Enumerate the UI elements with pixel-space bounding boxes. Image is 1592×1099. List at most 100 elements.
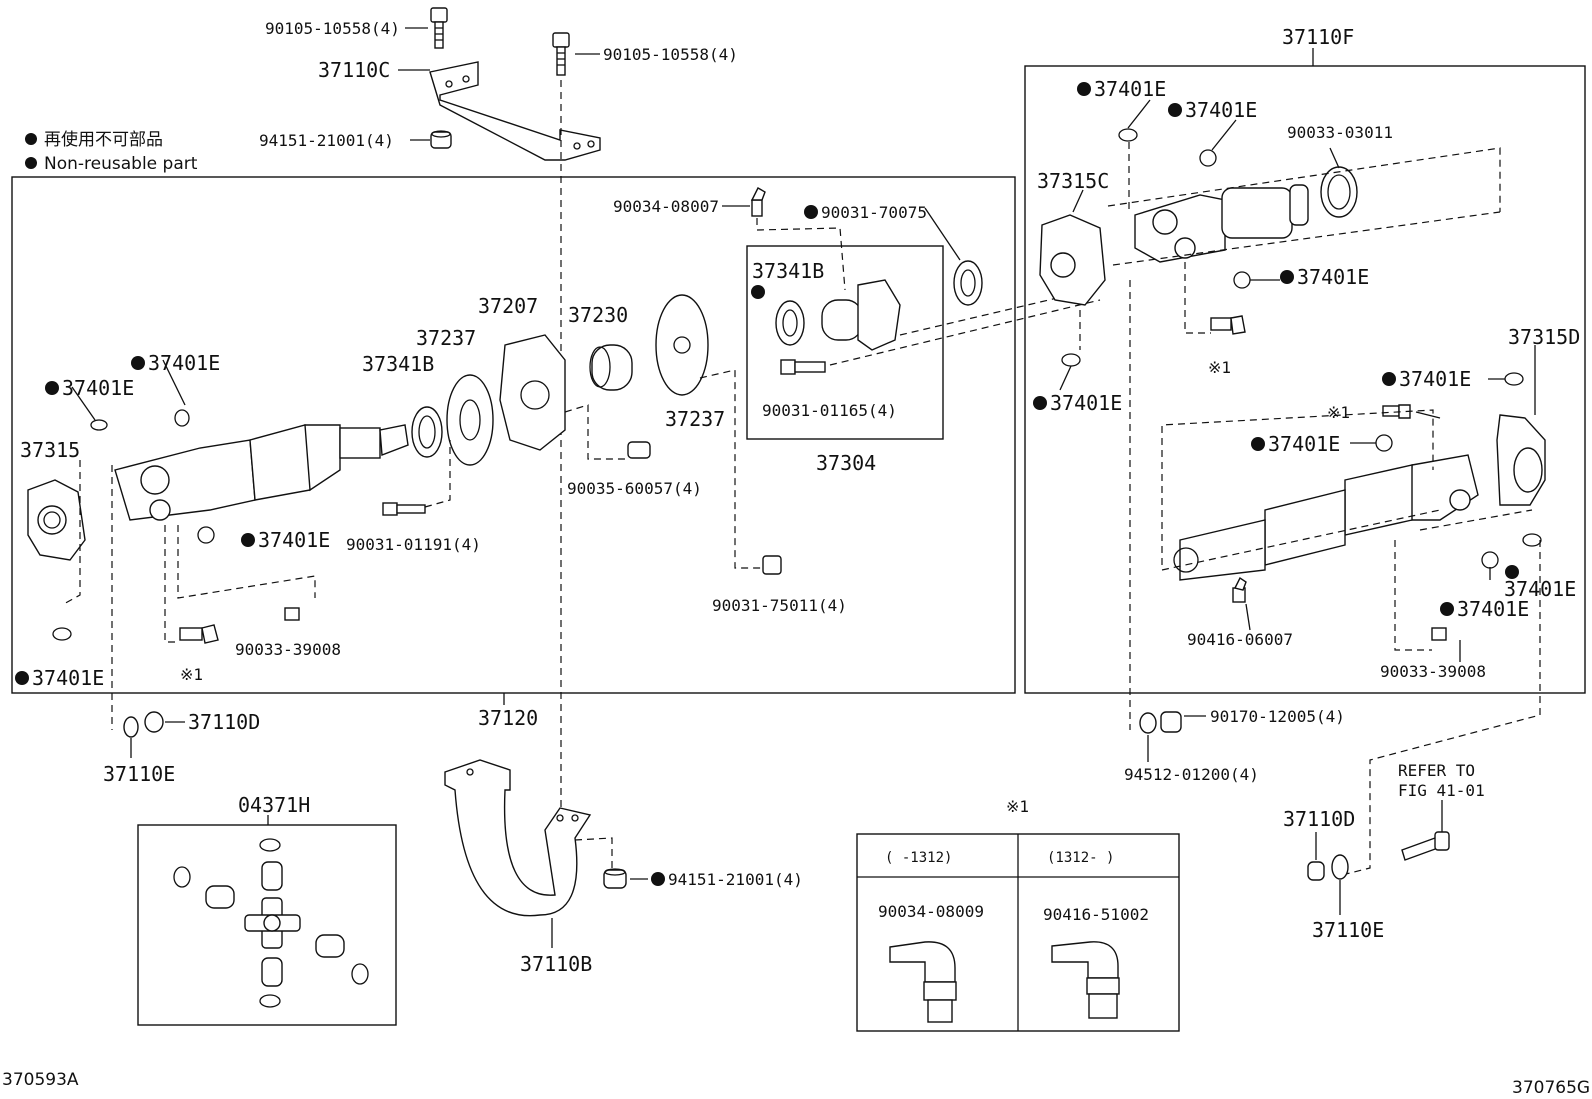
- bolt-90031-01165: [780, 359, 826, 375]
- label-90170-12005: 90170-12005(4): [1210, 707, 1345, 726]
- grease-fitting-ref1-right2: [1382, 404, 1411, 419]
- table-col2-part: 90416-51002: [1043, 905, 1149, 924]
- label-37401E-b: 37401E: [148, 351, 220, 375]
- label-90033-39008-right: 90033-39008: [1380, 662, 1486, 681]
- figure-code-right: 370765G: [1512, 1078, 1590, 1098]
- label-37401E-a: 37401E: [62, 376, 134, 400]
- snap-ring-front-1: [90, 419, 108, 431]
- table-col2-header: (1312- ): [1047, 850, 1114, 866]
- label-37110E-right: 37110E: [1312, 918, 1384, 942]
- universal-joint-rear-upper: [1134, 184, 1309, 263]
- label-37237-a: 37237: [416, 326, 476, 350]
- front-shaft-assembly-frame: [11, 176, 1016, 694]
- grease-fitting-ref1-left: [179, 624, 219, 644]
- figure-code-left: 370593A: [2, 1070, 79, 1090]
- label-94512-01200: 94512-01200(4): [1124, 765, 1259, 784]
- universal-joint-rear-lower: [1409, 454, 1479, 521]
- washer-94512-01200: [1139, 712, 1157, 734]
- label-37237-b: 37237: [665, 407, 725, 431]
- universal-joint-kit-frame: [137, 824, 397, 1026]
- snap-ring-rear-1: [1118, 128, 1138, 142]
- snap-ring-rear-7: [1481, 551, 1499, 569]
- nut-90170-12005: [1160, 711, 1182, 733]
- legend: 再使用不可部品 Non-reusable part: [25, 129, 198, 174]
- bearing-cup-left: [205, 885, 235, 909]
- bearing-37230: [589, 344, 633, 391]
- collar-90035-60057: [627, 441, 651, 459]
- label-37230: 37230: [568, 303, 628, 327]
- nut-90031-75011: [762, 555, 782, 575]
- label-90033-39008-left: 90033-39008: [235, 640, 341, 659]
- label-ref1-table: ※1: [1006, 797, 1029, 816]
- label-04371H: 04371H: [238, 793, 310, 817]
- washer-37110E-left: [123, 716, 139, 738]
- label-37315D: 37315D: [1508, 325, 1580, 349]
- washer-37110E-right: [1331, 854, 1349, 880]
- nut-94151-top: [430, 130, 452, 149]
- label-37401E-g: 37401E: [1297, 265, 1369, 289]
- label-90031-75011: 90031-75011(4): [712, 596, 847, 615]
- label-37401E-h: 37401E: [1050, 391, 1122, 415]
- label-37110D-left: 37110D: [188, 710, 260, 734]
- snap-ring-rear-6: [1375, 434, 1393, 452]
- label-37401E-d: 37401E: [32, 666, 104, 690]
- label-90416-06007: 90416-06007: [1187, 630, 1293, 649]
- grease-fitting-90034-08009: [889, 941, 957, 1023]
- label-ref1-left: ※1: [180, 665, 203, 684]
- label-37110D-right: 37110D: [1283, 807, 1355, 831]
- label-37341B-left: 37341B: [362, 352, 434, 376]
- snap-ring-front-3: [197, 526, 215, 544]
- dust-seal-37341B-left: [411, 406, 443, 458]
- grease-fitting-90033-39008-left: [284, 607, 300, 621]
- snap-ring-front-4: [52, 627, 72, 641]
- label-37401E-j: 37401E: [1268, 432, 1340, 456]
- label-90035-60057: 90035-60057(4): [567, 479, 702, 498]
- grease-fitting-ref1-right: [1210, 315, 1246, 335]
- grease-fitting-90034-08007: [750, 187, 766, 217]
- snap-ring-rear-5: [1504, 372, 1524, 386]
- nut-94151-bottom: [603, 868, 627, 889]
- label-94151-21001-top: 94151-21001(4): [259, 131, 394, 150]
- legend-jp: 再使用不可部品: [44, 129, 163, 150]
- label-37315: 37315: [20, 438, 80, 462]
- bolt-refer-fig: [1401, 831, 1450, 861]
- flange-yoke-37315: [27, 479, 86, 561]
- bolt-90105-a: [430, 7, 448, 49]
- label-90034-08007: 90034-08007: [613, 197, 719, 216]
- center-support-37207: [499, 334, 566, 451]
- snap-ring-kit-1: [259, 838, 281, 852]
- snap-ring-kit-3: [173, 866, 191, 888]
- snap-ring-rear-3: [1233, 271, 1251, 289]
- bracket-37110B: [444, 759, 592, 917]
- label-37110B: 37110B: [520, 952, 592, 976]
- label-37341B-box: 37341B: [752, 259, 824, 283]
- label-94151-21001-bottom: 94151-21001(4): [668, 870, 803, 889]
- label-ref1-right2: ※1: [1327, 403, 1350, 422]
- slip-yoke-37315D: [1496, 414, 1546, 506]
- label-fig-41-01: FIG 41-01: [1398, 781, 1485, 800]
- label-90031-01165: 90031-01165(4): [762, 401, 897, 420]
- universal-joint-front: [114, 424, 409, 521]
- center-bearing-subassembly-frame: [746, 245, 944, 440]
- legend-en: Non-reusable part: [44, 154, 198, 174]
- snap-ring-rear-2: [1199, 149, 1217, 167]
- label-37315C: 37315C: [1037, 169, 1109, 193]
- spider-cross: [244, 897, 301, 949]
- label-37110C: 37110C: [318, 58, 390, 82]
- label-90105-10558-a: 90105-10558(4): [265, 19, 400, 38]
- label-37401E-k: 37401E: [1504, 577, 1576, 601]
- label-37304: 37304: [816, 451, 876, 475]
- bearing-cup-bottom: [261, 957, 283, 987]
- rear-shaft-assembly-frame: [1024, 65, 1586, 694]
- snap-ring-rear-4: [1061, 353, 1081, 367]
- table-col1-header: ( -1312): [885, 850, 952, 866]
- flange-center-bearing: [821, 279, 901, 351]
- bolt-90105-b: [552, 32, 570, 76]
- grease-fitting-90416-51002: [1051, 941, 1120, 1019]
- dust-seal-37341B-box: [775, 300, 805, 346]
- label-37110E-left: 37110E: [103, 762, 175, 786]
- label-37401E-l: 37401E: [1457, 597, 1529, 621]
- bolt-90031-01191: [382, 502, 426, 516]
- label-37401E-c: 37401E: [258, 528, 330, 552]
